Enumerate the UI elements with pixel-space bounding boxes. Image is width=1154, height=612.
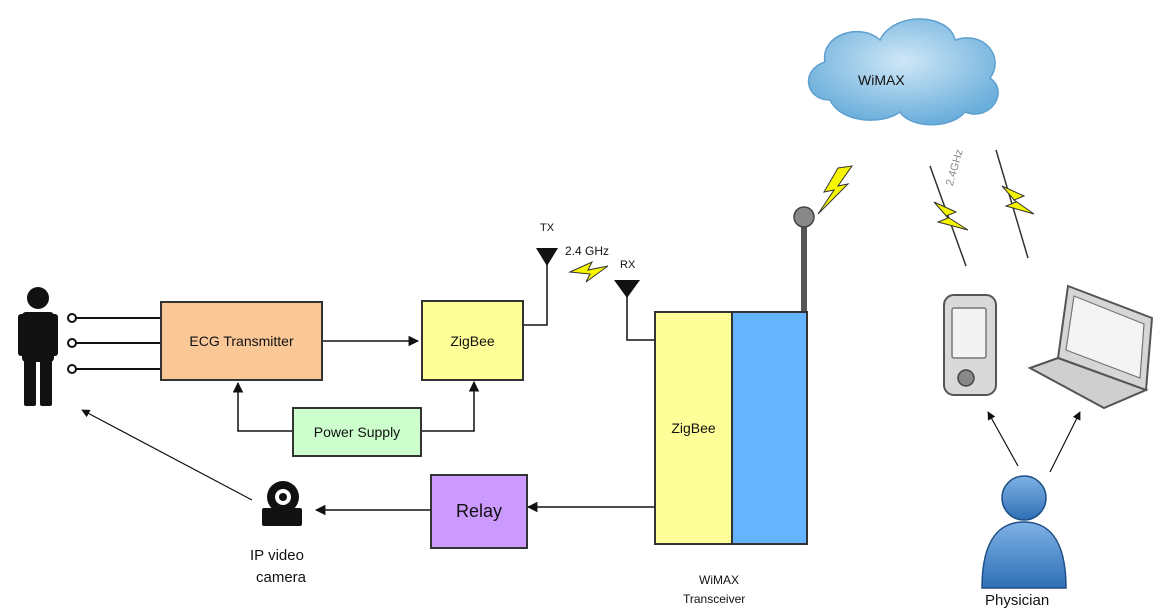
wimax-cloud-icon [808, 18, 999, 126]
power-supply-box: Power Supply [292, 407, 422, 457]
tx-antenna-icon [536, 248, 558, 266]
ecg-transmitter-label: ECG Transmitter [189, 333, 294, 349]
radio-link-lightning-icon [568, 260, 609, 283]
zigbee-label: ZigBee [450, 332, 495, 349]
power-supply-lines [232, 380, 480, 432]
pda-icon [943, 294, 997, 396]
cloud-link-lightning-icon-1 [933, 201, 969, 231]
relay-label: Relay [455, 501, 503, 521]
rx-antenna-icon [614, 280, 640, 298]
zigbee-box: ZigBee [421, 300, 524, 381]
cloud-link-lightning-icon-2 [1001, 185, 1035, 215]
cloud-label: WiMAX [858, 72, 905, 88]
rx-label: RX [620, 259, 636, 271]
physician-to-laptop-line [1049, 411, 1081, 473]
patient-icon [18, 287, 58, 406]
zigbee-to-tx-line [524, 262, 548, 326]
ecg-transmitter-box: ECG Transmitter [160, 301, 323, 381]
ecg-leads [67, 313, 160, 374]
tx-label: TX [540, 222, 555, 234]
ip-camera-caption-line2: camera [256, 569, 307, 586]
wimax-transceiver-caption-line2: Transceiver [683, 592, 746, 606]
laptop-icon [1027, 284, 1154, 410]
ip-camera-caption-line1: IP video [250, 547, 304, 564]
wimax-transceiver-caption-line1: WiMAX [699, 573, 739, 587]
rx-to-transceiver-line [626, 294, 654, 341]
zigbee-transceiver-label: ZigBee [671, 420, 716, 436]
transceiver-link-lightning-icon [817, 165, 854, 215]
physician-caption: Physician [985, 592, 1050, 609]
power-supply-label: Power Supply [313, 424, 401, 440]
ip-camera-icon [262, 481, 302, 526]
physician-user-icon [981, 475, 1067, 589]
zigbee-transceiver-box: ZigBee [654, 311, 733, 545]
wimax-transceiver-box [731, 311, 808, 545]
physician-to-pda-line [987, 411, 1019, 467]
relay-box: Relay [430, 474, 528, 549]
camera-to-patient-arrow [81, 409, 253, 501]
radio-frequency-label: 2.4 GHz [565, 244, 610, 258]
wimax-antenna-icon [793, 206, 815, 312]
cloud-link-line-1 [929, 165, 967, 267]
